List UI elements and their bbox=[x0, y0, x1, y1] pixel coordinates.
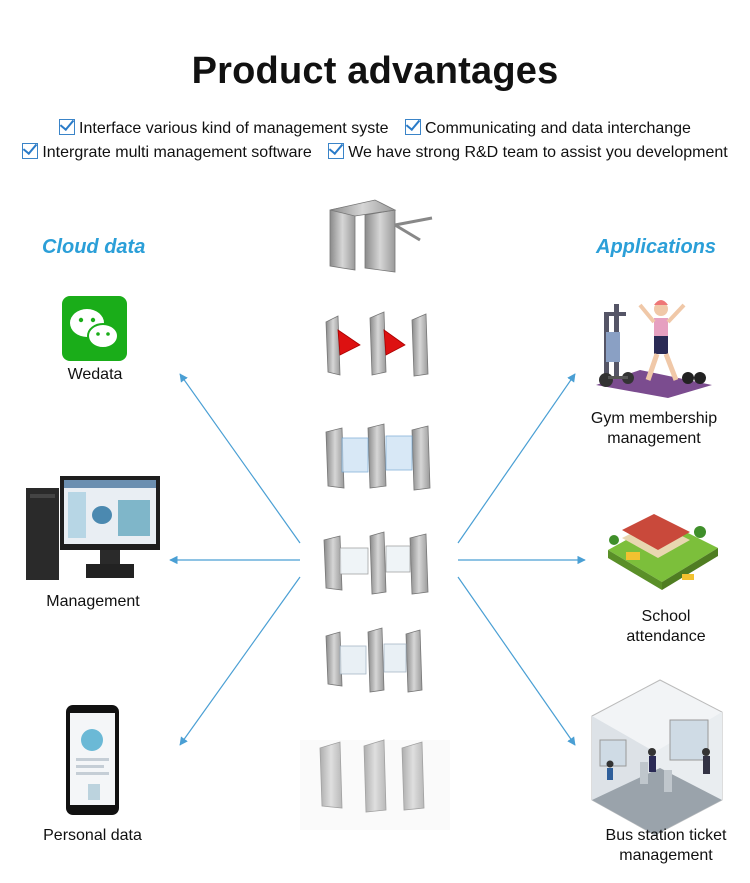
feature-item: Communicating and data interchange bbox=[405, 117, 691, 138]
turnstile-floor-shadow bbox=[300, 740, 450, 830]
feature-item: Interface various kind of management sys… bbox=[59, 117, 389, 138]
turnstile-icon bbox=[319, 199, 433, 813]
arrow-to-bus-station bbox=[457, 576, 576, 746]
wedata-label: Wedata bbox=[67, 366, 123, 383]
connection-arrows bbox=[169, 373, 586, 746]
school-icon bbox=[608, 514, 718, 590]
personal-data-label: Personal data bbox=[43, 827, 142, 844]
applications-heading: Applications bbox=[596, 236, 717, 258]
check-icon bbox=[22, 143, 39, 159]
feature-item: We have strong R&D team to assist you de… bbox=[328, 141, 728, 162]
feature-row-1: Interface various kind of management sys… bbox=[0, 117, 750, 138]
desktop-computer-icon bbox=[26, 476, 160, 580]
feature-item: Intergrate multi management software bbox=[22, 141, 312, 162]
arrow-to-wedata bbox=[179, 373, 301, 544]
smartphone-icon bbox=[66, 705, 119, 815]
check-icon bbox=[328, 143, 345, 159]
gym-icon bbox=[596, 300, 712, 398]
page-title: Product advantages bbox=[191, 50, 559, 92]
management-label: Management bbox=[46, 593, 140, 610]
school-label: School attendance bbox=[626, 608, 706, 645]
arrow-to-gym bbox=[457, 373, 576, 544]
bus-station-label: Bus station ticket management bbox=[605, 827, 727, 864]
check-icon bbox=[59, 119, 76, 135]
bus-station-icon bbox=[591, 679, 723, 836]
cloud-data-heading: Cloud data bbox=[42, 236, 146, 258]
gym-label: Gym membership management bbox=[590, 410, 718, 447]
arrow-to-personal-data bbox=[179, 576, 301, 746]
check-icon bbox=[405, 119, 421, 135]
feature-row-2: Intergrate multi management software We … bbox=[0, 141, 750, 162]
wechat-icon bbox=[62, 296, 127, 361]
